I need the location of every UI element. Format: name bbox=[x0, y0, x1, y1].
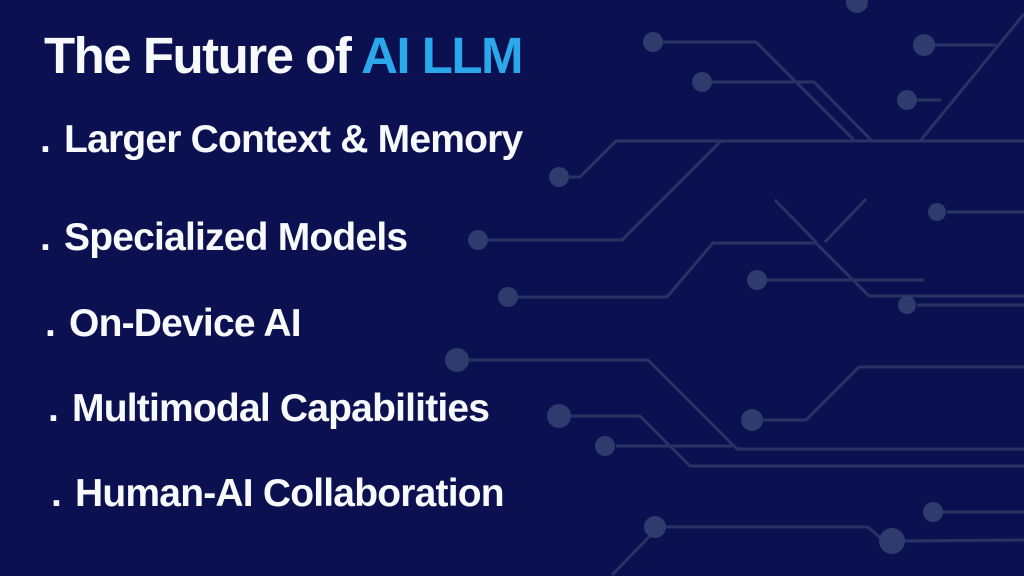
title-text: The Future of bbox=[44, 27, 362, 84]
bullet-marker: . bbox=[40, 216, 51, 259]
title-highlight: AI LLM bbox=[361, 27, 523, 84]
bullet-marker: . bbox=[40, 118, 51, 161]
bullet-marker: . bbox=[51, 472, 62, 515]
bullet-marker: . bbox=[45, 302, 56, 345]
bullet-label: Specialized Models bbox=[64, 216, 408, 259]
bullet-label: Larger Context & Memory bbox=[64, 118, 523, 161]
bullet-marker: . bbox=[48, 387, 59, 430]
bullet-item: . On-Device AI bbox=[45, 302, 302, 345]
bullet-item: . Human-AI Collaboration bbox=[51, 472, 505, 515]
slide-title: The Future of AI LLM bbox=[44, 27, 524, 84]
bullet-item: . Larger Context & Memory bbox=[40, 118, 523, 161]
bullet-item: . Multimodal Capabilities bbox=[48, 387, 490, 430]
bullet-label: Multimodal Capabilities bbox=[72, 387, 490, 430]
bullet-label: Human-AI Collaboration bbox=[75, 472, 505, 515]
bullet-label: On-Device AI bbox=[69, 302, 302, 345]
bullet-item: . Specialized Models bbox=[40, 216, 408, 259]
